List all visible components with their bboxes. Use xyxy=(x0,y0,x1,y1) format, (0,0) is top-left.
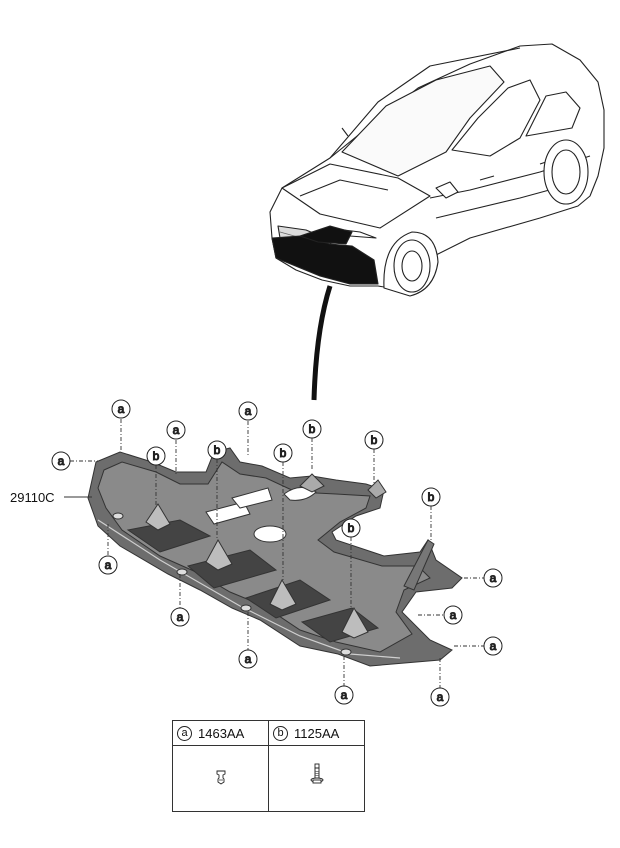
svg-text:a: a xyxy=(177,610,184,624)
callout-a: a xyxy=(483,568,503,588)
svg-text:a: a xyxy=(450,608,457,622)
svg-text:a: a xyxy=(173,423,180,437)
part-number-label: 29110C xyxy=(10,490,55,505)
callout-b: b xyxy=(421,487,441,507)
svg-text:b: b xyxy=(214,443,221,457)
callout-b: b xyxy=(207,440,227,460)
svg-text:a: a xyxy=(490,571,497,585)
callout-a: a xyxy=(430,687,450,707)
svg-text:a: a xyxy=(341,688,348,702)
clip-icon xyxy=(216,770,225,785)
callout-b: b xyxy=(341,518,361,538)
callout-a: a xyxy=(483,636,503,656)
svg-text:b: b xyxy=(348,521,355,535)
callout-b: b xyxy=(364,430,384,450)
svg-text:b: b xyxy=(371,433,378,447)
legend-header-b: b 1125AA xyxy=(269,721,364,746)
legend-cell-b: b 1125AA xyxy=(268,721,364,811)
callout-a: a xyxy=(334,685,354,705)
legend-key-b: b xyxy=(273,725,288,741)
callout-b: b xyxy=(302,419,322,439)
under-cover-panel xyxy=(87,447,463,667)
legend-key-a: a xyxy=(177,725,192,741)
svg-text:a: a xyxy=(105,558,112,572)
svg-text:b: b xyxy=(428,490,435,504)
svg-text:a: a xyxy=(245,404,252,418)
legend-cell-a: a 1463AA xyxy=(173,721,268,811)
callout-a: a xyxy=(111,399,131,419)
legend-code-b: 1125AA xyxy=(294,725,340,741)
legend-code-a: 1463AA xyxy=(198,725,245,741)
svg-text:a: a xyxy=(490,639,497,653)
svg-text:a: a xyxy=(58,454,65,468)
callout-a: a xyxy=(166,420,186,440)
callout-a: a xyxy=(238,649,258,669)
callout-b: b xyxy=(146,446,166,466)
callout-a: a xyxy=(51,451,71,471)
callout-a: a xyxy=(238,401,258,421)
callout-a: a xyxy=(170,607,190,627)
bolt-icon xyxy=(310,763,323,784)
leader-curve xyxy=(311,285,333,401)
legend-header-a: a 1463AA xyxy=(173,721,268,746)
svg-text:b: b xyxy=(309,422,316,436)
callout-a: a xyxy=(98,555,118,575)
callout-a: a xyxy=(443,605,463,625)
svg-text:a: a xyxy=(245,652,252,666)
callout-circles: a a a a a a a a a a a a b b b b b b b xyxy=(51,399,503,707)
callout-leaders xyxy=(70,419,484,688)
fastener-legend: a 1463AA b 1125AA xyxy=(172,720,365,812)
svg-text:b: b xyxy=(280,446,287,460)
svg-text:a: a xyxy=(437,690,444,704)
svg-text:a: a xyxy=(118,402,125,416)
callout-b: b xyxy=(273,443,293,463)
svg-text:b: b xyxy=(153,449,160,463)
car-illustration xyxy=(269,43,605,297)
